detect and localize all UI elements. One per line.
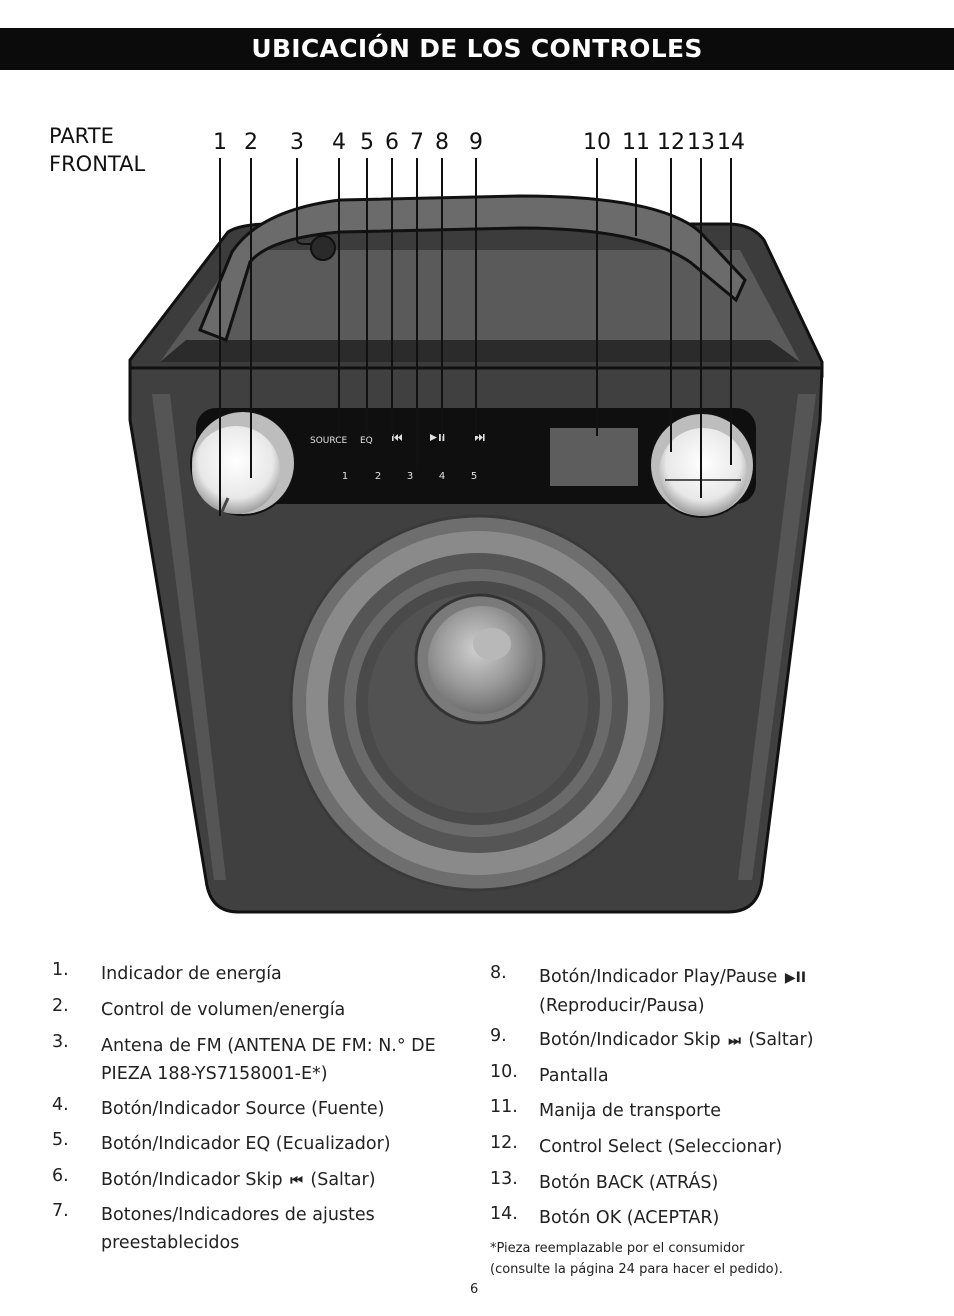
carrying-handle [198,194,747,342]
preset-button-1[interactable]: 1 [342,471,348,482]
display-screen [550,428,638,486]
preset-button-2[interactable]: 2 [375,471,381,482]
callout-lines [219,158,732,516]
item-text: Botón BACK (ATRÁS) [539,1173,719,1193]
callout-number: 7 [410,130,424,155]
item-text: Botón/Indicador Skip ⏭ (Saltar) [539,1026,884,1055]
item-number: 4. [52,1095,69,1115]
callout-number: 12 [657,130,685,155]
item-text: Manija de transporte [539,1101,721,1121]
woofer-speaker [289,514,667,892]
item-number: 6. [52,1166,69,1186]
eq-button[interactable]: EQ [360,436,373,446]
callout-number: 4 [332,130,346,155]
item-number: 2. [52,996,69,1016]
page-title: UBICACIÓN DE LOS CONTROLES [251,34,703,63]
speaker-diagram: SOURCE EQ 1 2 3 4 5 [128,158,824,914]
item-number: 10. [490,1062,518,1082]
item-text-after: (Saltar) [748,1030,814,1050]
volume-power-knob[interactable] [190,410,296,517]
page-title-banner: UBICACIÓN DE LOS CONTROLES [0,28,954,70]
play-pause-icon[interactable] [430,434,445,441]
item-text: Botón/Indicador EQ (Ecualizador) [101,1134,391,1154]
item-number: 7. [52,1201,69,1221]
section-label-line2: FRONTAL [49,152,146,176]
item-text-before: Botón/Indicador Skip [101,1170,283,1190]
item-text: Control de volumen/energía [101,1000,346,1020]
item-text-after: (Reproducir/Pausa) [539,996,705,1016]
footnote-line2: (consulte la página 24 para hacer el ped… [490,1262,783,1277]
callout-number: 5 [360,130,374,155]
item-number: 14. [490,1204,518,1224]
item-number: 13. [490,1169,518,1189]
speaker-top-rim [160,340,800,362]
body-edge-left [152,394,226,880]
callout-number: 1 [213,130,227,155]
footnote-line1: *Pieza reemplazable por el consumidor [490,1241,745,1256]
item-text: Pantalla [539,1066,609,1086]
body-edge-right [738,394,816,880]
section-label-line1: PARTE [49,124,114,148]
item-number: 5. [52,1130,69,1150]
item-text: Botón/Indicador Source (Fuente) [101,1099,385,1119]
callout-number: 11 [622,130,650,155]
item-text: Antena de FM (ANTENA DE FM: N.° DE PIEZA… [101,1036,436,1084]
item-text: Botones/Indicadores de ajustes preestabl… [101,1205,375,1253]
item-number: 1. [52,960,69,980]
preset-button-4[interactable]: 4 [439,471,445,482]
callout-number: 3 [290,130,304,155]
preset-button-5[interactable]: 5 [471,471,477,482]
skip-forward-icon: ⏭ [728,1033,741,1049]
footnote: *Pieza reemplazable por el consumidor (c… [490,1238,783,1280]
callout-number: 6 [385,130,399,155]
source-button[interactable]: SOURCE [310,436,347,446]
speaker-top-inner [160,250,800,362]
item-number: 8. [490,963,507,983]
item-text: Botón OK (ACEPTAR) [539,1208,720,1228]
item-number: 12. [490,1133,518,1153]
page-number: 6 [470,1282,479,1297]
skip-back-icon: ⏮ [290,1173,303,1189]
item-text-after: (Saltar) [310,1170,376,1190]
item-text: Botón/Indicador Play/Pause ▶II (Reproduc… [539,963,884,1020]
callout-number: 9 [469,130,483,155]
item-text: Control Select (Seleccionar) [539,1137,783,1157]
item-number: 11. [490,1097,518,1117]
callout-number: 8 [435,130,449,155]
item-text: Indicador de energía [101,964,282,984]
skip-back-icon[interactable] [392,434,402,441]
callout-number: 14 [717,130,745,155]
play-pause-icon: ▶II [784,970,807,986]
item-text: Botón/Indicador Skip ⏮ (Saltar) [101,1166,446,1195]
callout-number: 10 [583,130,611,155]
section-label: PARTE FRONTAL [49,122,145,178]
item-text-before: Botón/Indicador Play/Pause [539,967,778,987]
callout-number: 13 [687,130,715,155]
item-number: 3. [52,1032,69,1052]
callout-number: 2 [244,130,258,155]
fm-antenna [310,235,336,261]
item-number: 9. [490,1026,507,1046]
item-text-before: Botón/Indicador Skip [539,1030,721,1050]
preset-button-3[interactable]: 3 [407,471,413,482]
